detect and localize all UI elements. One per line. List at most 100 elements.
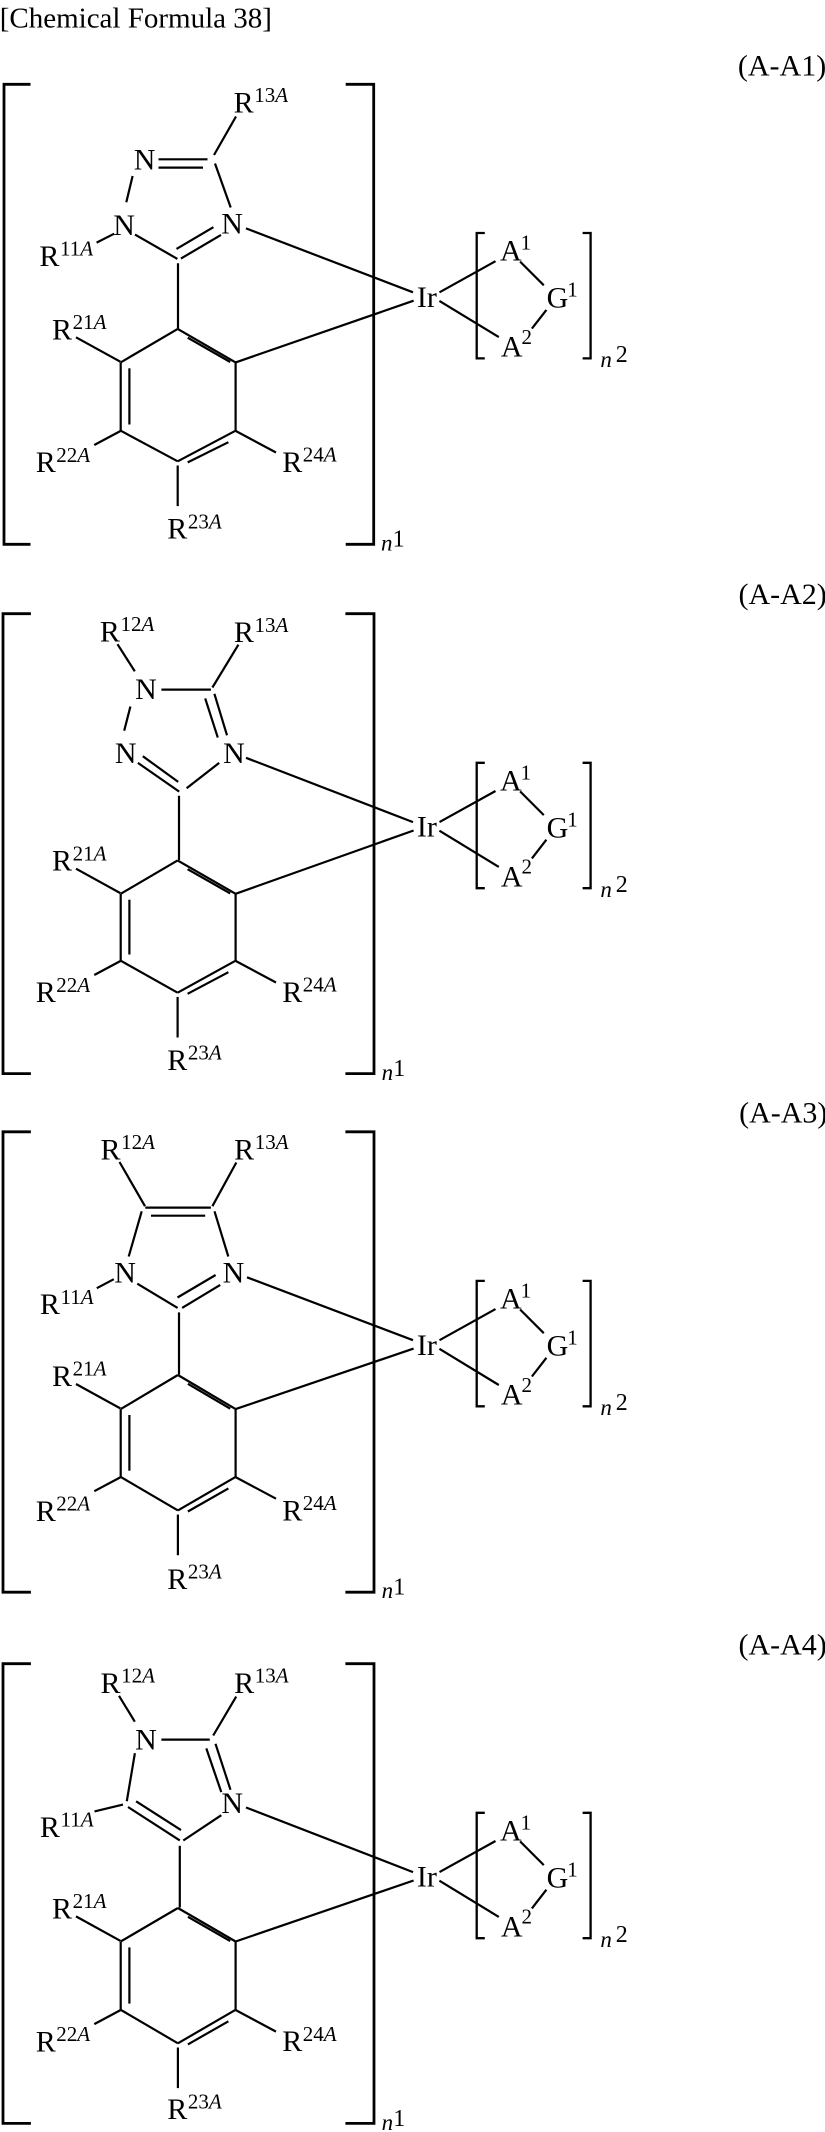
svg-text:1: 1 xyxy=(567,807,578,831)
svg-text:23A: 23A xyxy=(188,2090,222,2114)
svg-text:13A: 13A xyxy=(255,1130,289,1154)
svg-text:R: R xyxy=(100,616,120,649)
svg-text:1: 1 xyxy=(393,1575,405,1601)
svg-text:G: G xyxy=(547,1861,569,1894)
svg-text:(A-A1): (A-A1) xyxy=(738,50,825,83)
svg-text:R: R xyxy=(39,240,59,273)
svg-text:21A: 21A xyxy=(73,1889,107,1913)
svg-text:2: 2 xyxy=(522,1373,533,1397)
svg-text:1: 1 xyxy=(393,1056,405,1082)
svg-text:R: R xyxy=(282,446,302,479)
svg-text:N: N xyxy=(134,143,156,176)
svg-text:23A: 23A xyxy=(188,1560,222,1584)
svg-text:A: A xyxy=(500,1814,522,1847)
svg-text:R: R xyxy=(167,1563,187,1596)
svg-text:R: R xyxy=(234,86,254,119)
svg-text:R: R xyxy=(36,2025,56,2058)
svg-text:1: 1 xyxy=(567,278,578,302)
svg-text:11A: 11A xyxy=(61,1285,94,1309)
svg-text:1: 1 xyxy=(521,760,532,784)
svg-text:N: N xyxy=(223,1257,245,1290)
svg-text:A: A xyxy=(500,235,522,268)
svg-text:n: n xyxy=(382,1578,394,1603)
svg-text:R: R xyxy=(234,616,254,649)
svg-text:24A: 24A xyxy=(303,973,337,997)
svg-text:A: A xyxy=(500,764,522,797)
svg-text:2: 2 xyxy=(522,1905,533,1929)
svg-text:22A: 22A xyxy=(56,443,90,467)
svg-text:A: A xyxy=(501,331,523,364)
svg-text:R: R xyxy=(101,1667,121,1700)
svg-text:24A: 24A xyxy=(303,1491,337,1515)
svg-text:13A: 13A xyxy=(254,83,288,107)
svg-text:R: R xyxy=(282,1494,302,1527)
svg-text:A: A xyxy=(501,860,523,893)
svg-text:2: 2 xyxy=(522,855,533,879)
svg-text:G: G xyxy=(547,1330,569,1363)
svg-text:n: n xyxy=(381,530,393,555)
svg-text:12A: 12A xyxy=(121,1130,155,1154)
svg-text:R: R xyxy=(52,1892,72,1925)
svg-text:G: G xyxy=(547,282,569,315)
svg-text:Ir: Ir xyxy=(417,281,437,314)
svg-text:1: 1 xyxy=(393,2106,405,2132)
svg-text:(A-A2): (A-A2) xyxy=(739,578,825,611)
svg-text:Ir: Ir xyxy=(417,1329,437,1362)
svg-text:N: N xyxy=(221,1787,243,1820)
svg-text:12A: 12A xyxy=(121,612,155,636)
svg-text:N: N xyxy=(135,1724,157,1757)
svg-text:R: R xyxy=(234,1133,254,1166)
svg-text:13A: 13A xyxy=(255,613,289,637)
svg-text:n: n xyxy=(600,1395,612,1420)
svg-text:N: N xyxy=(135,673,157,706)
svg-text:1: 1 xyxy=(567,1326,578,1350)
svg-text:1: 1 xyxy=(567,1857,578,1881)
svg-text:N: N xyxy=(223,737,245,770)
svg-text:R: R xyxy=(167,513,187,546)
svg-text:R: R xyxy=(36,976,56,1009)
svg-text:Ir: Ir xyxy=(417,811,437,844)
svg-text:2: 2 xyxy=(616,1390,628,1416)
svg-text:24A: 24A xyxy=(303,443,337,467)
svg-text:(A-A3): (A-A3) xyxy=(739,1097,825,1130)
svg-text:23A: 23A xyxy=(188,1041,222,1065)
svg-text:12A: 12A xyxy=(121,1664,155,1688)
svg-text:R: R xyxy=(167,2093,187,2126)
svg-text:A: A xyxy=(501,1378,523,1411)
svg-text:N: N xyxy=(113,209,135,242)
svg-text:1: 1 xyxy=(521,1279,532,1303)
svg-text:N: N xyxy=(221,208,243,241)
svg-text:2: 2 xyxy=(616,342,628,368)
svg-text:22A: 22A xyxy=(56,2022,90,2046)
svg-text:R: R xyxy=(40,1811,60,1844)
svg-text:n: n xyxy=(382,2110,394,2132)
svg-text:n: n xyxy=(600,1927,612,1952)
svg-text:[Chemical Formula 38]: [Chemical Formula 38] xyxy=(0,3,272,35)
svg-text:13A: 13A xyxy=(255,1664,289,1688)
svg-text:R: R xyxy=(282,2025,302,2058)
svg-text:R: R xyxy=(52,313,72,346)
svg-text:G: G xyxy=(547,811,569,844)
svg-text:1: 1 xyxy=(521,231,532,255)
svg-text:21A: 21A xyxy=(73,310,107,334)
svg-text:11A: 11A xyxy=(61,1808,94,1832)
svg-text:R: R xyxy=(36,1495,56,1528)
svg-text:1: 1 xyxy=(521,1810,532,1834)
svg-text:22A: 22A xyxy=(56,973,90,997)
svg-text:R: R xyxy=(52,1360,72,1393)
svg-text:N: N xyxy=(114,1257,136,1290)
svg-text:A: A xyxy=(500,1283,522,1316)
svg-text:11A: 11A xyxy=(60,237,93,261)
svg-text:n: n xyxy=(382,1060,394,1085)
svg-text:21A: 21A xyxy=(73,1357,107,1381)
svg-text:R: R xyxy=(36,446,56,479)
svg-text:n: n xyxy=(600,347,612,372)
svg-text:Ir: Ir xyxy=(417,1861,437,1894)
svg-text:21A: 21A xyxy=(73,841,107,865)
svg-text:A: A xyxy=(501,1910,523,1943)
svg-text:R: R xyxy=(167,1044,187,1077)
svg-text:R: R xyxy=(282,976,302,1009)
svg-text:R: R xyxy=(101,1133,121,1166)
svg-text:R: R xyxy=(234,1667,254,1700)
svg-text:R: R xyxy=(52,845,72,878)
